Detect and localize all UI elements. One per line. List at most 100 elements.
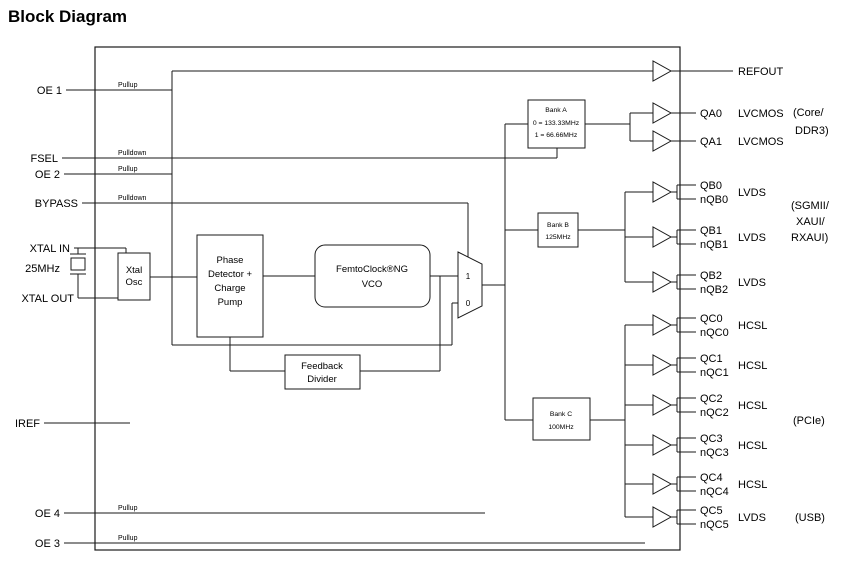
- pin-label-nqc0: nQC0: [700, 327, 729, 339]
- pin-label-xtal-out: XTAL OUT: [21, 293, 74, 305]
- buffer-output-fork: [671, 229, 696, 245]
- output-buffer-qb2: QB2 nQB2 LVDS: [652, 270, 766, 296]
- note-sgmii-line3: RXAUI): [791, 232, 828, 244]
- note-core-ddr3-line1: (Core/: [793, 107, 825, 119]
- signal-type-qc0: HCSL: [738, 320, 767, 332]
- xtal-osc-block: [117, 252, 151, 301]
- pin-label-nqb1: nQB1: [700, 239, 728, 251]
- pull-label-oe4: Pullup: [118, 505, 138, 512]
- crystal-body: [70, 257, 86, 271]
- pin-label-oe1: OE 1: [37, 85, 62, 97]
- signal-type-qc4: HCSL: [738, 479, 767, 491]
- buffer-triangle: [652, 434, 673, 456]
- signal-type-qa0: LVCMOS: [738, 108, 784, 120]
- output-buffer-qc3: QC3 nQC3 HCSL: [652, 433, 767, 459]
- pin-label-qc5: QC5: [700, 505, 723, 517]
- pin-label-nqb2: nQB2: [700, 284, 728, 296]
- pull-label-fsel: Pulldown: [118, 150, 147, 157]
- bank-b-block: [537, 212, 579, 248]
- pin-label-qb2: QB2: [700, 270, 722, 282]
- buffer-triangle: [652, 102, 673, 124]
- output-buffer-qc1: QC1 nQC1 HCSL: [652, 353, 767, 379]
- page-title: Block Diagram: [8, 7, 127, 26]
- pin-label-oe3: OE 3: [35, 538, 60, 550]
- buffer-output-fork: [671, 437, 696, 453]
- pin-label-refout: REFOUT: [738, 66, 784, 78]
- pin-label-xtal-in: XTAL IN: [30, 243, 70, 255]
- left-pins: OE 1 Pullup FSEL Pulldown OE 2 Pullup BY…: [15, 82, 645, 550]
- pin-label-qb0: QB0: [700, 180, 722, 192]
- note-sgmii-line2: XAUI/: [796, 216, 826, 228]
- buffer-output-fork: [671, 317, 696, 333]
- signal-type-qc3: HCSL: [738, 440, 767, 452]
- note-core-ddr3-line2: DDR3): [795, 125, 829, 137]
- phase-detector-label: Pump: [218, 297, 243, 308]
- bank-b-label: Bank B: [547, 222, 569, 229]
- pin-label-nqc5: nQC5: [700, 519, 729, 531]
- mux-input0-label: 0: [466, 299, 471, 308]
- buffer-triangle: [652, 354, 673, 376]
- bank-b-freq: 125MHz: [545, 234, 571, 241]
- pin-label-qc3: QC3: [700, 433, 723, 445]
- pin-label-qc0: QC0: [700, 313, 723, 325]
- pin-label-qc2: QC2: [700, 393, 723, 405]
- feedback-divider-label: Feedback: [301, 361, 343, 372]
- output-buffer-qb1: QB1 nQB1 LVDS: [652, 225, 766, 251]
- bank-c-freq: 100MHz: [548, 424, 574, 431]
- clock-distribution: Bank A 0 = 133.33MHz 1 = 66.66MHz Bank B…: [504, 99, 653, 518]
- pin-label-qc4: QC4: [700, 472, 723, 484]
- pull-label-oe1: Pullup: [118, 82, 138, 89]
- vco-label: FemtoClock®NG: [336, 264, 408, 275]
- buffer-triangle: [652, 226, 673, 248]
- xtal-freq-label: 25MHz: [25, 263, 60, 275]
- pin-label-qb1: QB1: [700, 225, 722, 237]
- phase-detector-label: Charge: [214, 283, 245, 294]
- buffer-triangle: [652, 506, 673, 528]
- note-sgmii-line1: (SGMII/: [791, 200, 830, 212]
- output-buffer-qc5: QC5 nQC5 LVDS: [652, 505, 766, 531]
- output-buffer-refout: REFOUT: [172, 60, 784, 82]
- signal-type-qb0: LVDS: [738, 187, 766, 199]
- pin-label-oe2: OE 2: [35, 169, 60, 181]
- bypass-mux: [457, 251, 483, 319]
- pin-label-nqc3: nQC3: [700, 447, 729, 459]
- feedback-divider-label: Divider: [307, 374, 337, 385]
- pin-label-qc1: QC1: [700, 353, 723, 365]
- signal-type-qa1: LVCMOS: [738, 136, 784, 148]
- pin-label-bypass: BYPASS: [35, 198, 78, 210]
- bank-a-block: [527, 99, 586, 149]
- pin-label-oe4: OE 4: [35, 508, 60, 520]
- output-buffer-qa1: QA1 LVCMOS: [652, 130, 784, 152]
- note-pcie: (PCIe): [793, 415, 825, 427]
- pin-label-qa1: QA1: [700, 136, 722, 148]
- phase-detector-label: Phase: [217, 255, 244, 266]
- buffer-triangle: [652, 473, 673, 495]
- bank-a-freq1: 1 = 66.66MHz: [535, 132, 578, 139]
- buffer-output-fork: [671, 397, 696, 413]
- output-buffer-qc4: QC4 nQC4 HCSL: [652, 472, 767, 498]
- pull-label-bypass: Pulldown: [118, 195, 147, 202]
- buffer-output-fork: [671, 476, 696, 492]
- vco-block: [314, 244, 431, 308]
- phase-detector-label: Detector +: [208, 269, 253, 280]
- feedback-divider-block: [284, 354, 361, 390]
- output-buffer-qa0: QA0 LVCMOS: [652, 102, 784, 124]
- application-notes: (Core/ DDR3) (SGMII/ XAUI/ RXAUI) (PCIe)…: [791, 107, 830, 524]
- output-buffers: REFOUT QA0 LVCMOS QA1 LVCMOS QB0 nQB0 LV…: [172, 60, 784, 531]
- vco-label: VCO: [362, 279, 383, 290]
- signal-type-qc2: HCSL: [738, 400, 767, 412]
- buffer-triangle: [652, 314, 673, 336]
- mux-input1-label: 1: [466, 272, 471, 281]
- buffer-triangle: [652, 181, 673, 203]
- bank-a-freq0: 0 = 133.33MHz: [533, 120, 580, 127]
- bank-c-block: [532, 397, 591, 441]
- pin-label-fsel: FSEL: [30, 153, 58, 165]
- buffer-output-fork: [671, 274, 696, 290]
- output-buffer-qc2: QC2 nQC2 HCSL: [652, 393, 767, 419]
- signal-type-qc5: LVDS: [738, 512, 766, 524]
- pin-label-nqc2: nQC2: [700, 407, 729, 419]
- xtal-osc-label: Xtal: [126, 265, 142, 276]
- pin-label-iref: IREF: [15, 418, 40, 430]
